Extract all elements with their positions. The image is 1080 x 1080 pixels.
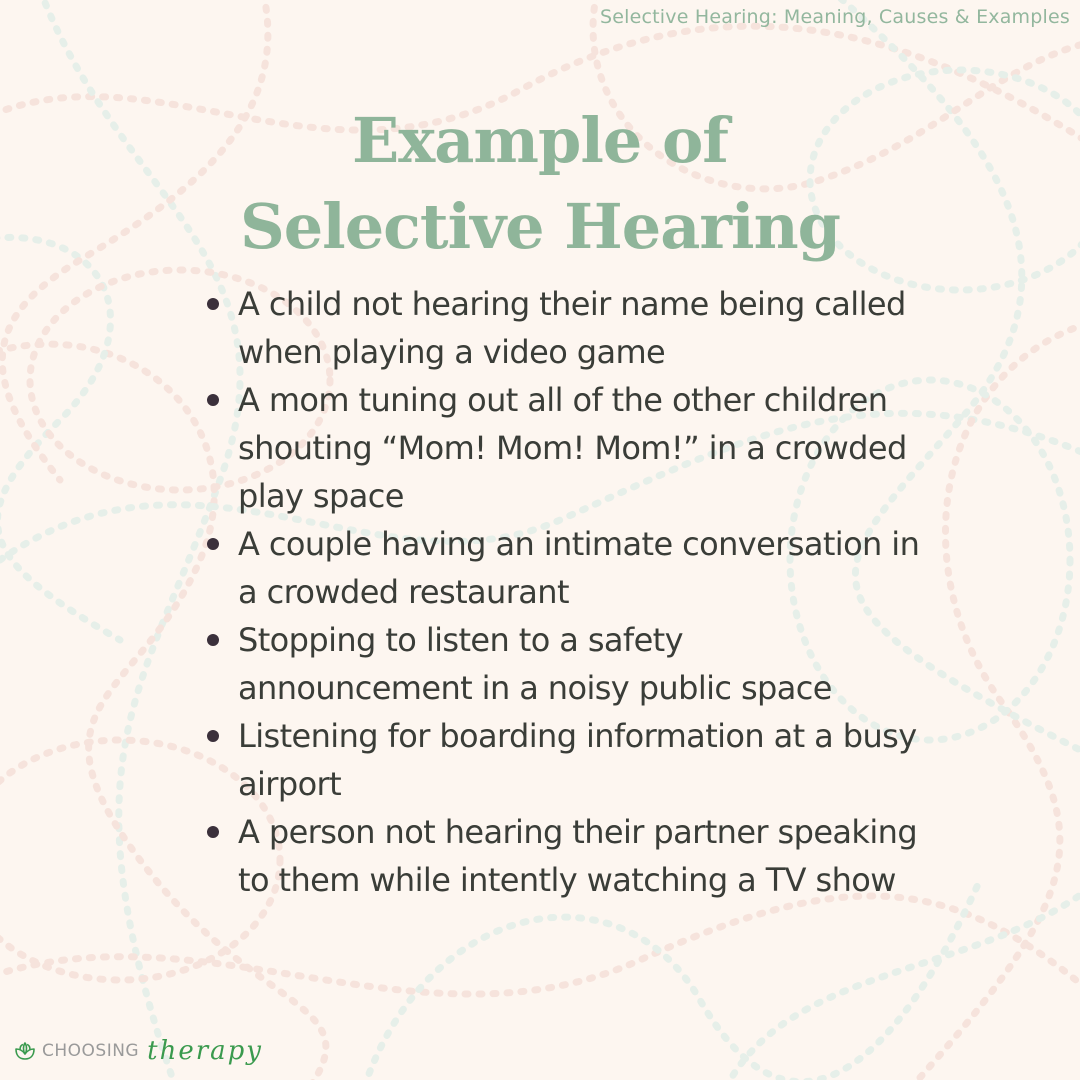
list-item-text: A mom tuning out all of the other childr… xyxy=(238,381,907,515)
list-item: A person not hearing their partner speak… xyxy=(200,808,920,904)
list-item-text: Stopping to listen to a safety announcem… xyxy=(238,621,832,707)
bullet-icon xyxy=(207,394,219,406)
bullet-icon xyxy=(207,634,219,646)
brand-script: therapy xyxy=(147,1036,263,1066)
bullet-icon xyxy=(207,298,219,310)
lotus-icon xyxy=(15,1042,35,1060)
bullet-icon xyxy=(207,538,219,550)
list-item-text: A person not hearing their partner speak… xyxy=(238,813,918,899)
page-title: Example of Selective Hearing xyxy=(0,98,1080,270)
bullet-icon xyxy=(207,730,219,742)
list-item-text: A couple having an intimate conversation… xyxy=(238,525,920,611)
list-item: Listening for boarding information at a … xyxy=(200,712,920,808)
list-item: A child not hearing their name being cal… xyxy=(200,280,920,376)
examples-list: A child not hearing their name being cal… xyxy=(200,280,920,904)
title-line-1: Example of xyxy=(352,104,729,177)
brand-word: CHOOSING xyxy=(42,1041,140,1061)
bullet-icon xyxy=(207,826,219,838)
list-item-text: Listening for boarding information at a … xyxy=(238,717,917,803)
list-item: Stopping to listen to a safety announcem… xyxy=(200,616,920,712)
list-item: A mom tuning out all of the other childr… xyxy=(200,376,920,520)
title-line-2: Selective Hearing xyxy=(239,190,841,263)
list-item: A couple having an intimate conversation… xyxy=(200,520,920,616)
article-caption: Selective Hearing: Meaning, Causes & Exa… xyxy=(599,6,1070,28)
brand-logo: CHOOSING therapy xyxy=(14,1036,263,1066)
list-item-text: A child not hearing their name being cal… xyxy=(238,285,906,371)
